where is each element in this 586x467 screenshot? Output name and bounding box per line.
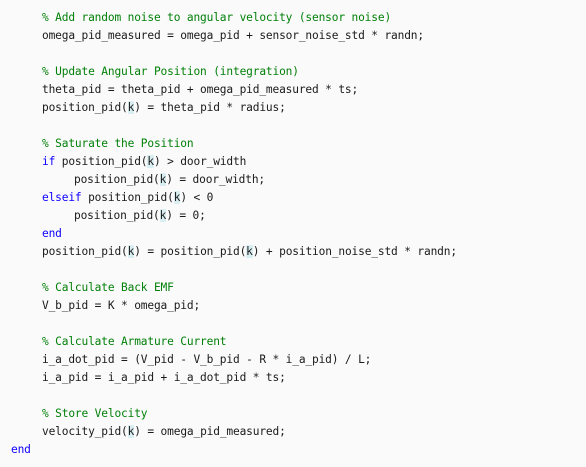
code-line[interactable]: % Add random noise to angular velocity (… [0, 9, 586, 27]
code-line[interactable] [0, 387, 586, 405]
code-token: position_pid( [42, 101, 128, 114]
code-line[interactable]: % Saturate the Position [0, 135, 586, 153]
code-token: velocity_pid( [42, 425, 128, 438]
highlighted-variable-k: k [159, 209, 167, 222]
code-token: i_a_dot_pid = (V_pid - V_b_pid - R * i_a… [42, 353, 372, 366]
code-line[interactable]: velocity_pid(k) = omega_pid_measured; [0, 423, 586, 441]
code-token: ) = 0; [166, 209, 206, 222]
code-comment: % Store Velocity [42, 407, 148, 420]
code-token: position_pid( [55, 155, 148, 168]
code-token: ) = theta_pid * radius; [134, 101, 286, 114]
code-token: i_a_pid = i_a_pid + i_a_dot_pid * ts; [42, 371, 286, 384]
code-line[interactable]: end [0, 441, 586, 459]
highlighted-variable-k: k [147, 155, 154, 168]
code-line[interactable]: % Calculate Back EMF [0, 279, 586, 297]
code-token: ) + position_noise_std * randn; [252, 245, 457, 258]
code-token: ) = position_pid( [134, 245, 247, 258]
code-line[interactable]: elseif position_pid(k) < 0 [0, 189, 586, 207]
code-keyword: end [42, 227, 62, 240]
code-line[interactable]: V_b_pid = K * omega_pid; [0, 297, 586, 315]
code-token: position_pid( [74, 173, 160, 186]
code-token: ) < 0 [180, 191, 214, 204]
code-line[interactable]: position_pid(k) = position_pid(k) + posi… [0, 243, 586, 261]
code-keyword: end [11, 443, 31, 456]
highlighted-variable-k: k [246, 245, 253, 258]
code-line[interactable]: position_pid(k) = theta_pid * radius; [0, 99, 586, 117]
code-line[interactable]: position_pid(k) = door_width; [0, 171, 586, 189]
code-token: position_pid( [81, 191, 174, 204]
code-keyword: if [42, 155, 56, 168]
code-token: omega_pid_measured = omega_pid + sensor_… [42, 29, 424, 42]
code-line[interactable]: end [0, 225, 586, 243]
code-line[interactable]: % Calculate Armature Current [0, 333, 586, 351]
code-token: position_pid( [74, 209, 160, 222]
code-token: theta_pid = theta_pid + omega_pid_measur… [42, 83, 359, 96]
code-line[interactable] [0, 45, 586, 63]
code-comment: % Calculate Armature Current [42, 335, 227, 348]
code-line[interactable]: i_a_pid = i_a_pid + i_a_dot_pid * ts; [0, 369, 586, 387]
code-line[interactable] [0, 261, 586, 279]
code-token: V_b_pid = K * omega_pid; [42, 299, 201, 312]
code-line[interactable]: omega_pid_measured = omega_pid + sensor_… [0, 27, 586, 45]
code-line[interactable]: % Store Velocity [0, 405, 586, 423]
code-token: position_pid( [42, 245, 128, 258]
highlighted-variable-k: k [127, 425, 135, 438]
code-line[interactable] [0, 117, 586, 135]
code-comment: % Add random noise to angular velocity (… [42, 11, 392, 24]
code-keyword: elseif [42, 191, 82, 204]
code-line[interactable]: i_a_dot_pid = (V_pid - V_b_pid - R * i_a… [0, 351, 586, 369]
highlighted-variable-k: k [127, 101, 135, 114]
highlighted-variable-k: k [127, 245, 135, 258]
highlighted-variable-k: k [159, 173, 167, 186]
code-comment: % Update Angular Position (integration) [42, 65, 299, 78]
code-comment: % Saturate the Position [42, 137, 194, 150]
code-token: ) = omega_pid_measured; [134, 425, 286, 438]
code-token: ) > door_width [153, 155, 247, 168]
highlighted-variable-k: k [173, 191, 181, 204]
code-line[interactable]: theta_pid = theta_pid + omega_pid_measur… [0, 81, 586, 99]
code-line[interactable]: if position_pid(k) > door_width [0, 153, 586, 171]
code-line[interactable]: % Update Angular Position (integration) [0, 63, 586, 81]
code-token: ) = door_width; [166, 173, 266, 186]
code-line[interactable] [0, 315, 586, 333]
code-line[interactable]: position_pid(k) = 0; [0, 207, 586, 225]
code-comment: % Calculate Back EMF [42, 281, 174, 294]
